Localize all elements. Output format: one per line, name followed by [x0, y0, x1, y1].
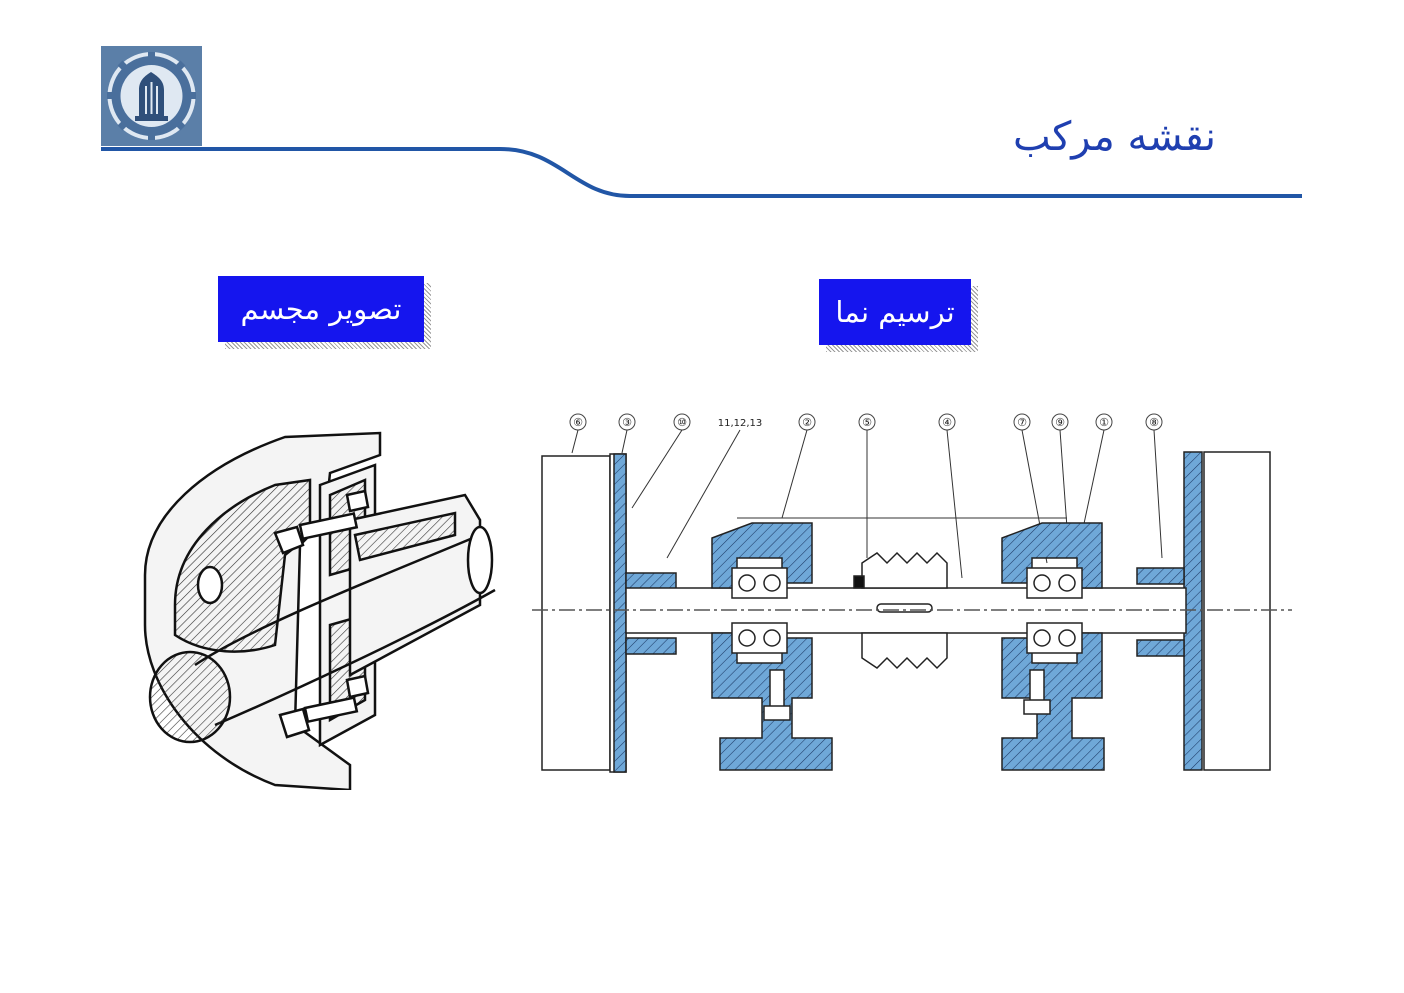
callout-7: ④: [938, 413, 956, 431]
callout-3: ⑩: [673, 413, 691, 431]
callout-6: ⑤: [858, 413, 876, 431]
callout-label: ③: [622, 416, 632, 429]
callout-label: ⑧: [1149, 416, 1159, 429]
callout-label: ⑦: [1017, 416, 1027, 429]
header-rule: [101, 147, 1302, 198]
pictorial-view-label: تصویر مجسم: [218, 276, 424, 342]
callout-10: ①: [1095, 413, 1113, 431]
callout-11: ⑧: [1145, 413, 1163, 431]
callout-label: 11,12,13: [718, 418, 763, 429]
callout-label: ⑩: [677, 416, 687, 429]
callout-label: ⑨: [1055, 416, 1065, 429]
callout-label: ⑤: [862, 416, 872, 429]
callout-label: ①: [1099, 416, 1109, 429]
sectional-assembly-drawing: ⑥ ③ ⑩ 11,12,13 ② ⑤ ④ ⑦ ⑨: [532, 413, 1292, 773]
slide-title: نقشه مرکب: [1012, 114, 1216, 160]
pictorial-assembly-drawing: [143, 431, 496, 790]
callout-label: ⑥: [573, 416, 583, 429]
callout-label: ②: [802, 416, 812, 429]
callout-2: ③: [618, 413, 636, 431]
university-seal-icon: [101, 46, 202, 146]
drafting-view-label: ترسیم نما: [819, 279, 971, 345]
callout-9: ⑨: [1051, 413, 1069, 431]
callout-5: ②: [798, 413, 816, 431]
callout-label: ④: [942, 416, 952, 429]
callout-8: ⑦: [1013, 413, 1031, 431]
callout-1: ⑥: [569, 413, 587, 431]
